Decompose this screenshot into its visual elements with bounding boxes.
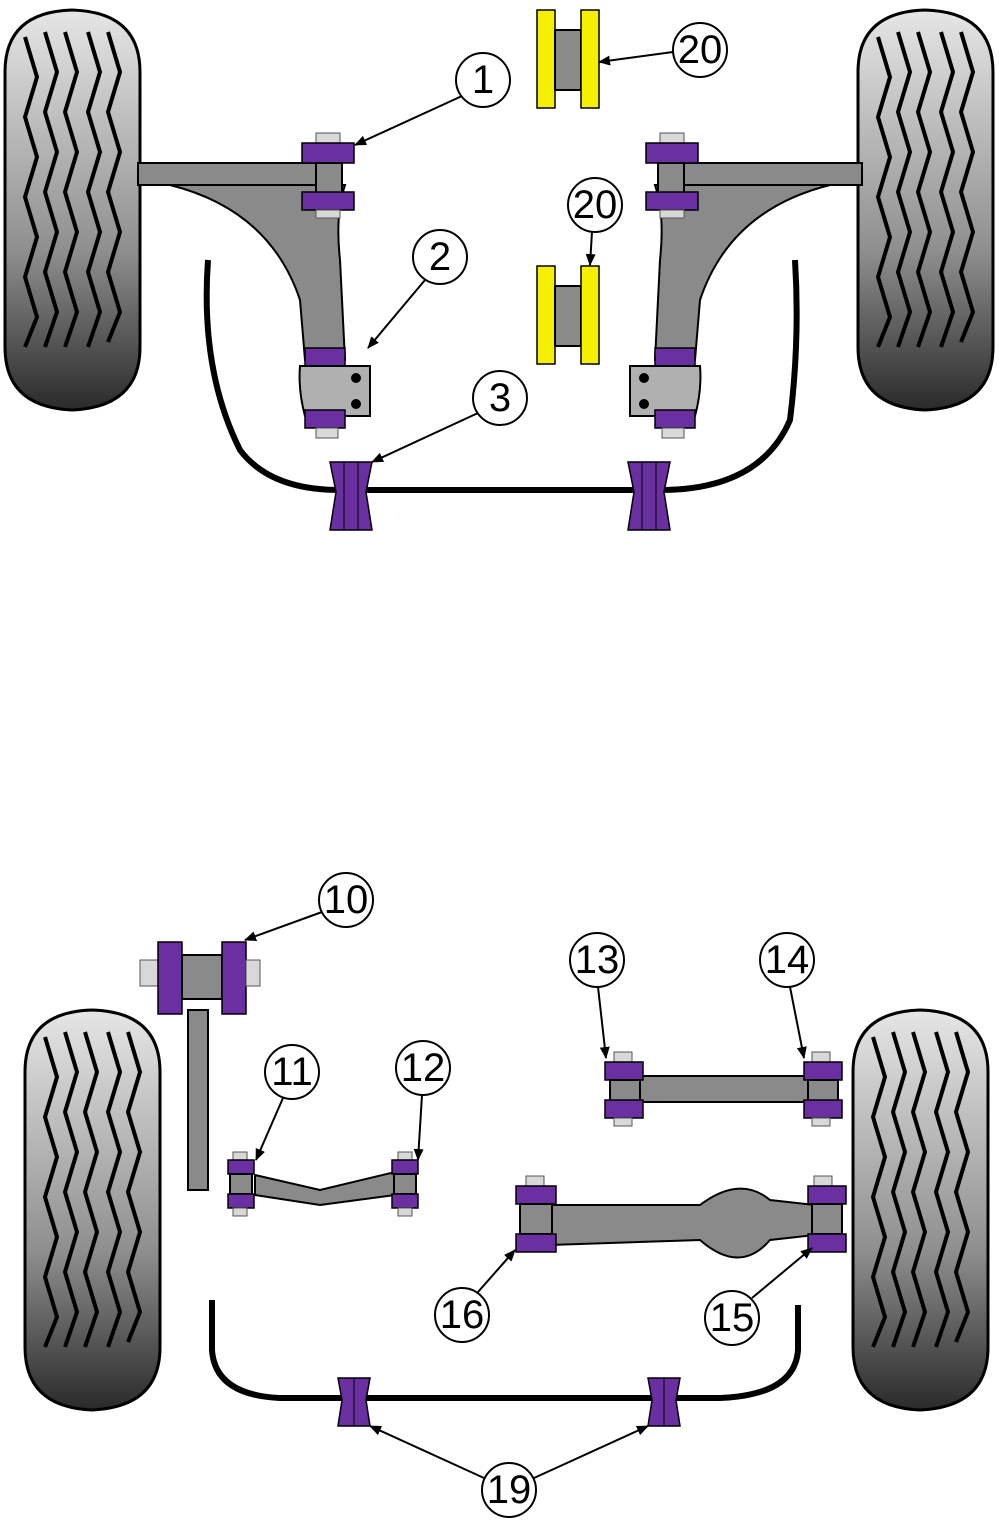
callout-1: 1 bbox=[354, 52, 511, 146]
rear-link-13-14 bbox=[604, 1051, 843, 1127]
label-20-top: 20 bbox=[678, 28, 723, 72]
label-16: 16 bbox=[440, 1293, 485, 1337]
rear-trailing-link-10 bbox=[139, 941, 261, 1191]
rear-anti-roll-bar bbox=[209, 1300, 801, 1401]
bush-19-right bbox=[647, 1377, 681, 1427]
rear-left-tire bbox=[23, 1008, 162, 1412]
callout-13: 13 bbox=[569, 932, 625, 1059]
rear-suspension bbox=[23, 941, 990, 1427]
bush-1-lower bbox=[301, 191, 355, 211]
bush-2-upper bbox=[304, 347, 346, 367]
rear-link-11-12 bbox=[227, 1151, 419, 1217]
bush-2-lower bbox=[304, 409, 346, 429]
bush-20-top bbox=[536, 9, 600, 109]
front-anti-roll-bar bbox=[203, 259, 800, 493]
label-3: 3 bbox=[489, 376, 511, 420]
bush-1-upper bbox=[301, 142, 355, 164]
label-10: 10 bbox=[324, 878, 369, 922]
bush-3-left bbox=[329, 461, 373, 531]
rear-link-15-16 bbox=[515, 1175, 847, 1259]
callout-16: 16 bbox=[434, 1249, 516, 1343]
callout-20-top: 20 bbox=[598, 22, 728, 78]
callout-11: 11 bbox=[255, 1044, 320, 1161]
callout-14: 14 bbox=[759, 932, 815, 1059]
label-12: 12 bbox=[401, 1046, 446, 1090]
callout-2: 2 bbox=[367, 229, 468, 349]
label-15: 15 bbox=[710, 1296, 755, 1340]
rear-right-tire bbox=[851, 1008, 990, 1412]
label-2: 2 bbox=[429, 235, 451, 279]
bush-1-right-upper bbox=[645, 142, 699, 164]
front-left-tire bbox=[3, 8, 142, 412]
bush-19-left bbox=[337, 1377, 371, 1427]
label-11: 11 bbox=[271, 1050, 313, 1094]
label-14: 14 bbox=[765, 938, 810, 982]
front-suspension bbox=[3, 8, 995, 531]
bush-1-right-lower bbox=[645, 191, 699, 211]
bush-3-right bbox=[627, 461, 671, 531]
callout-20-mid: 20 bbox=[567, 177, 623, 266]
callout-12: 12 bbox=[395, 1040, 451, 1161]
front-right-tire bbox=[856, 8, 995, 412]
label-1: 1 bbox=[472, 58, 494, 102]
label-19: 19 bbox=[487, 1468, 532, 1512]
label-13: 13 bbox=[575, 938, 620, 982]
label-20-mid: 20 bbox=[573, 183, 618, 227]
front-right-control-arm bbox=[629, 132, 863, 439]
callout-15: 15 bbox=[704, 1247, 813, 1346]
callout-3: 3 bbox=[371, 370, 528, 463]
callout-19: 19 bbox=[369, 1425, 649, 1518]
front-left-control-arm bbox=[137, 132, 371, 439]
bush-20-mid bbox=[536, 265, 600, 365]
callout-10: 10 bbox=[244, 872, 374, 941]
